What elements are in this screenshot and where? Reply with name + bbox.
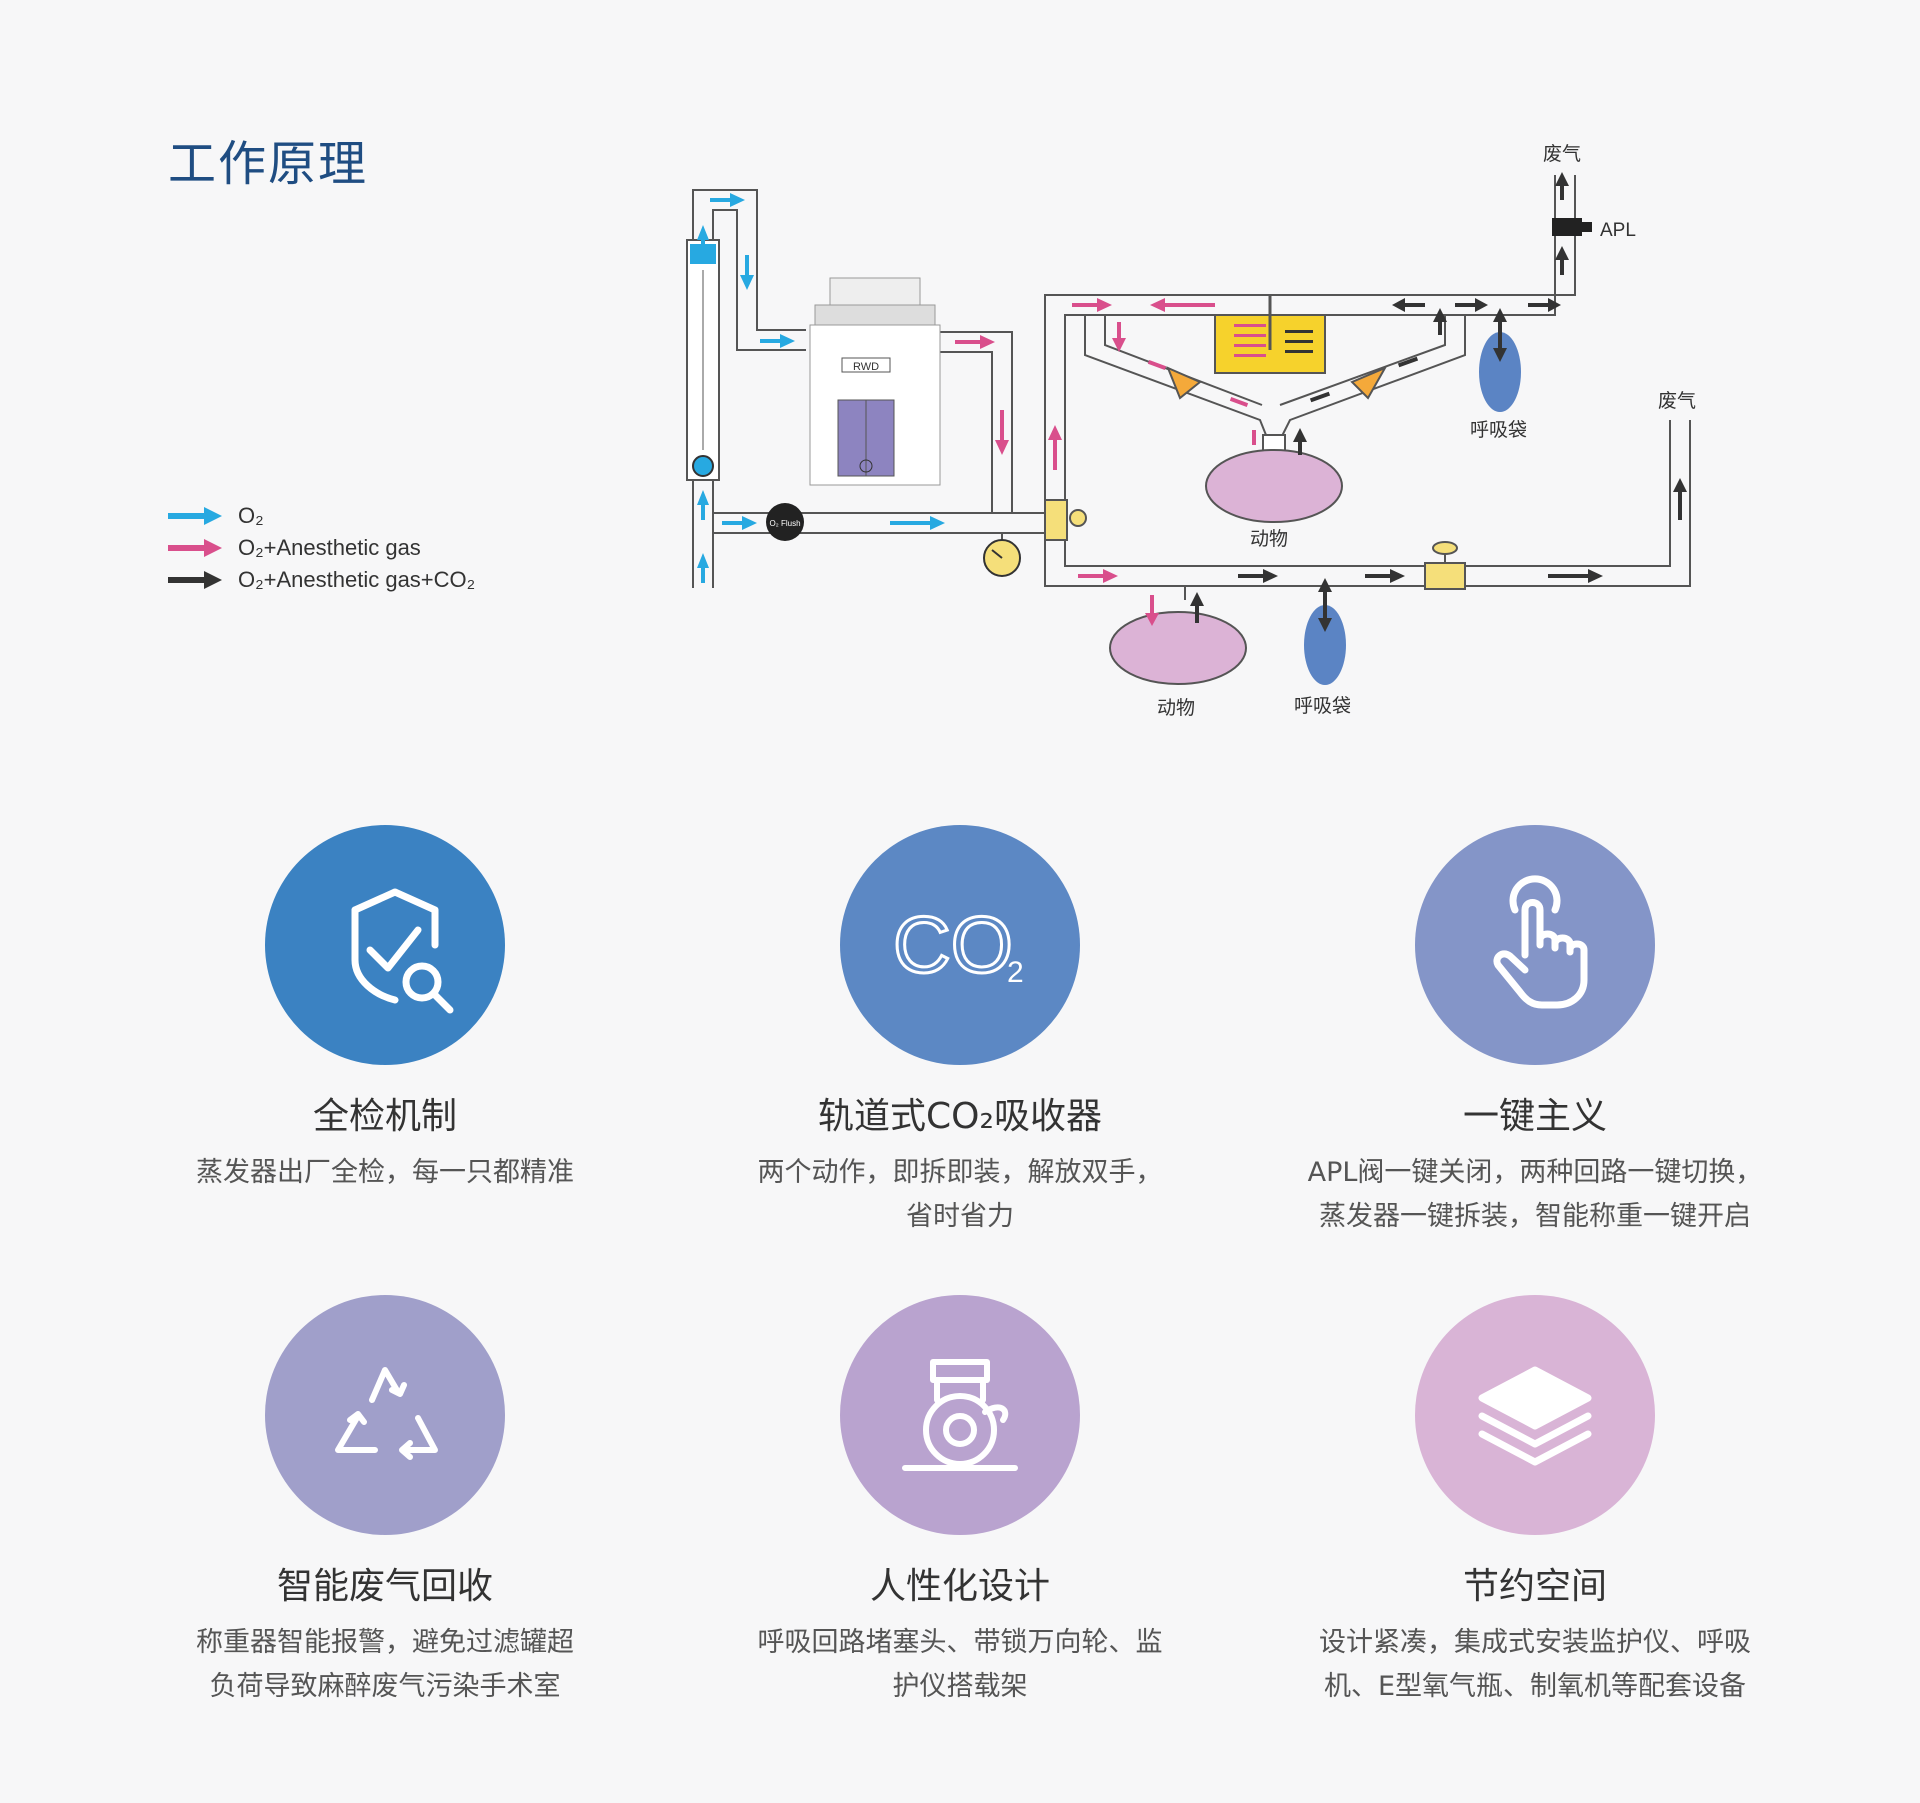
feature-desc: 呼吸回路堵塞头、带锁万向轮、监 护仪搭载架	[757, 1627, 1163, 1702]
feature-desc: 两个动作，即拆即装，解放双手， 省时省力	[757, 1157, 1163, 1232]
feature-one-key: 一键主义 APL阀一键关闭，两种回路一键切换， 蒸发器一键拆装，智能称重一键开启	[1255, 825, 1815, 1239]
co2-absorber	[1214, 295, 1326, 374]
animal-top	[1205, 449, 1343, 523]
flowmeter	[686, 239, 720, 481]
label-breathing-bag-top: 呼吸袋	[1470, 419, 1527, 441]
legend-label: O₂	[238, 503, 264, 528]
feature-full-inspection: 全检机制 蒸发器出厂全检，每一只都精准	[105, 825, 665, 1195]
feature-title: 节约空间	[1462, 1566, 1607, 1607]
breathing-bag-top	[1479, 332, 1521, 412]
layers-icon	[1478, 1366, 1592, 1466]
feature-circle: CO 2	[840, 825, 1080, 1065]
apl-valve	[1552, 218, 1592, 236]
label-exhaust-top: 废气	[1543, 143, 1581, 165]
label-animal-top: 动物	[1250, 528, 1288, 550]
o2-arrows	[697, 193, 945, 583]
feature-space-saving: 节约空间 设计紧凑，集成式安装监护仪、呼吸 机、E型氧气瓶、制氧机等配套设备	[1255, 1295, 1815, 1709]
feature-title: 全检机制	[312, 1096, 457, 1137]
page-title: 工作原理	[168, 136, 369, 192]
svg-text:CO: CO	[893, 900, 1013, 989]
anesthesia-flow-diagram: RWD O₂ Flush	[686, 143, 1696, 719]
svg-text:O₂ Flush: O₂ Flush	[769, 519, 800, 528]
black-arrow-icon	[168, 571, 222, 589]
breathing-bag-bottom	[1304, 605, 1346, 685]
label-exhaust-right: 废气	[1658, 390, 1696, 412]
svg-text:2: 2	[1007, 956, 1024, 989]
pink-arrow-icon	[168, 539, 222, 557]
feature-title: 人性化设计	[869, 1566, 1050, 1607]
feature-humanized-design: 人性化设计 呼吸回路堵塞头、带锁万向轮、监 护仪搭载架	[680, 1295, 1240, 1709]
co2-icon: CO 2	[892, 899, 1024, 991]
legend: O₂ O₂+Anesthetic gas O₂+Anesthetic gas+C…	[166, 500, 475, 596]
feature-desc: 蒸发器出厂全检，每一只都精准	[196, 1157, 574, 1188]
caster-wheel-icon	[902, 1359, 1018, 1471]
label-breathing-bag-bottom: 呼吸袋	[1294, 695, 1351, 717]
label-animal-bottom: 动物	[1157, 697, 1195, 719]
feature-waste-gas-recovery: 智能废气回收 称重器智能报警，避免过滤罐超 负荷导致麻醉废气污染手术室	[105, 1295, 665, 1709]
v-manifold	[1084, 315, 1466, 458]
recycle-icon	[335, 1367, 438, 1460]
o2-flush-button: O₂ Flush	[766, 503, 804, 541]
feature-desc: 设计紧凑，集成式安装监护仪、呼吸 机、E型氧气瓶、制氧机等配套设备	[1319, 1627, 1751, 1702]
feature-circle	[1415, 1295, 1655, 1535]
exhaust-valve	[1424, 541, 1466, 590]
anesthetic-arrows	[955, 298, 1266, 626]
label-apl: APL	[1600, 220, 1636, 241]
feature-desc: 称重器智能报警，避免过滤罐超 负荷导致麻醉废气污染手术室	[196, 1627, 574, 1702]
vaporizer: RWD	[809, 277, 941, 486]
pressure-gauge	[983, 533, 1021, 577]
feature-title: 一键主义	[1462, 1096, 1607, 1137]
legend-label: O₂+Anesthetic gas	[238, 535, 421, 560]
legend-item-o2: O₂	[166, 500, 475, 532]
legend-item-co2: O₂+Anesthetic gas+CO₂	[166, 564, 475, 596]
feature-circle	[265, 1295, 505, 1535]
co2-arrows	[1190, 172, 1687, 632]
blue-arrow-icon	[168, 507, 222, 525]
shield-check-search-icon	[351, 888, 454, 1014]
animal-bottom	[1109, 611, 1247, 685]
vaporizer-brand: RWD	[853, 361, 879, 373]
feature-co2-absorber: CO 2 轨道式CO₂吸收器 两个动作，即拆即装，解放双手， 省时省力	[680, 825, 1240, 1239]
legend-item-anesthetic: O₂+Anesthetic gas	[166, 532, 475, 564]
feature-circle	[1415, 825, 1655, 1065]
feature-circle	[265, 825, 505, 1065]
feature-circle	[840, 1295, 1080, 1535]
mixing-valve	[1044, 499, 1087, 541]
touch-hand-icon	[1493, 875, 1588, 1009]
feature-title: 轨道式CO₂吸收器	[818, 1096, 1102, 1137]
feature-title: 智能废气回收	[276, 1566, 493, 1607]
legend-label: O₂+Anesthetic gas+CO₂	[238, 567, 476, 592]
feature-desc: APL阀一键关闭，两种回路一键切换， 蒸发器一键拆装，智能称重一键开启	[1307, 1157, 1763, 1232]
